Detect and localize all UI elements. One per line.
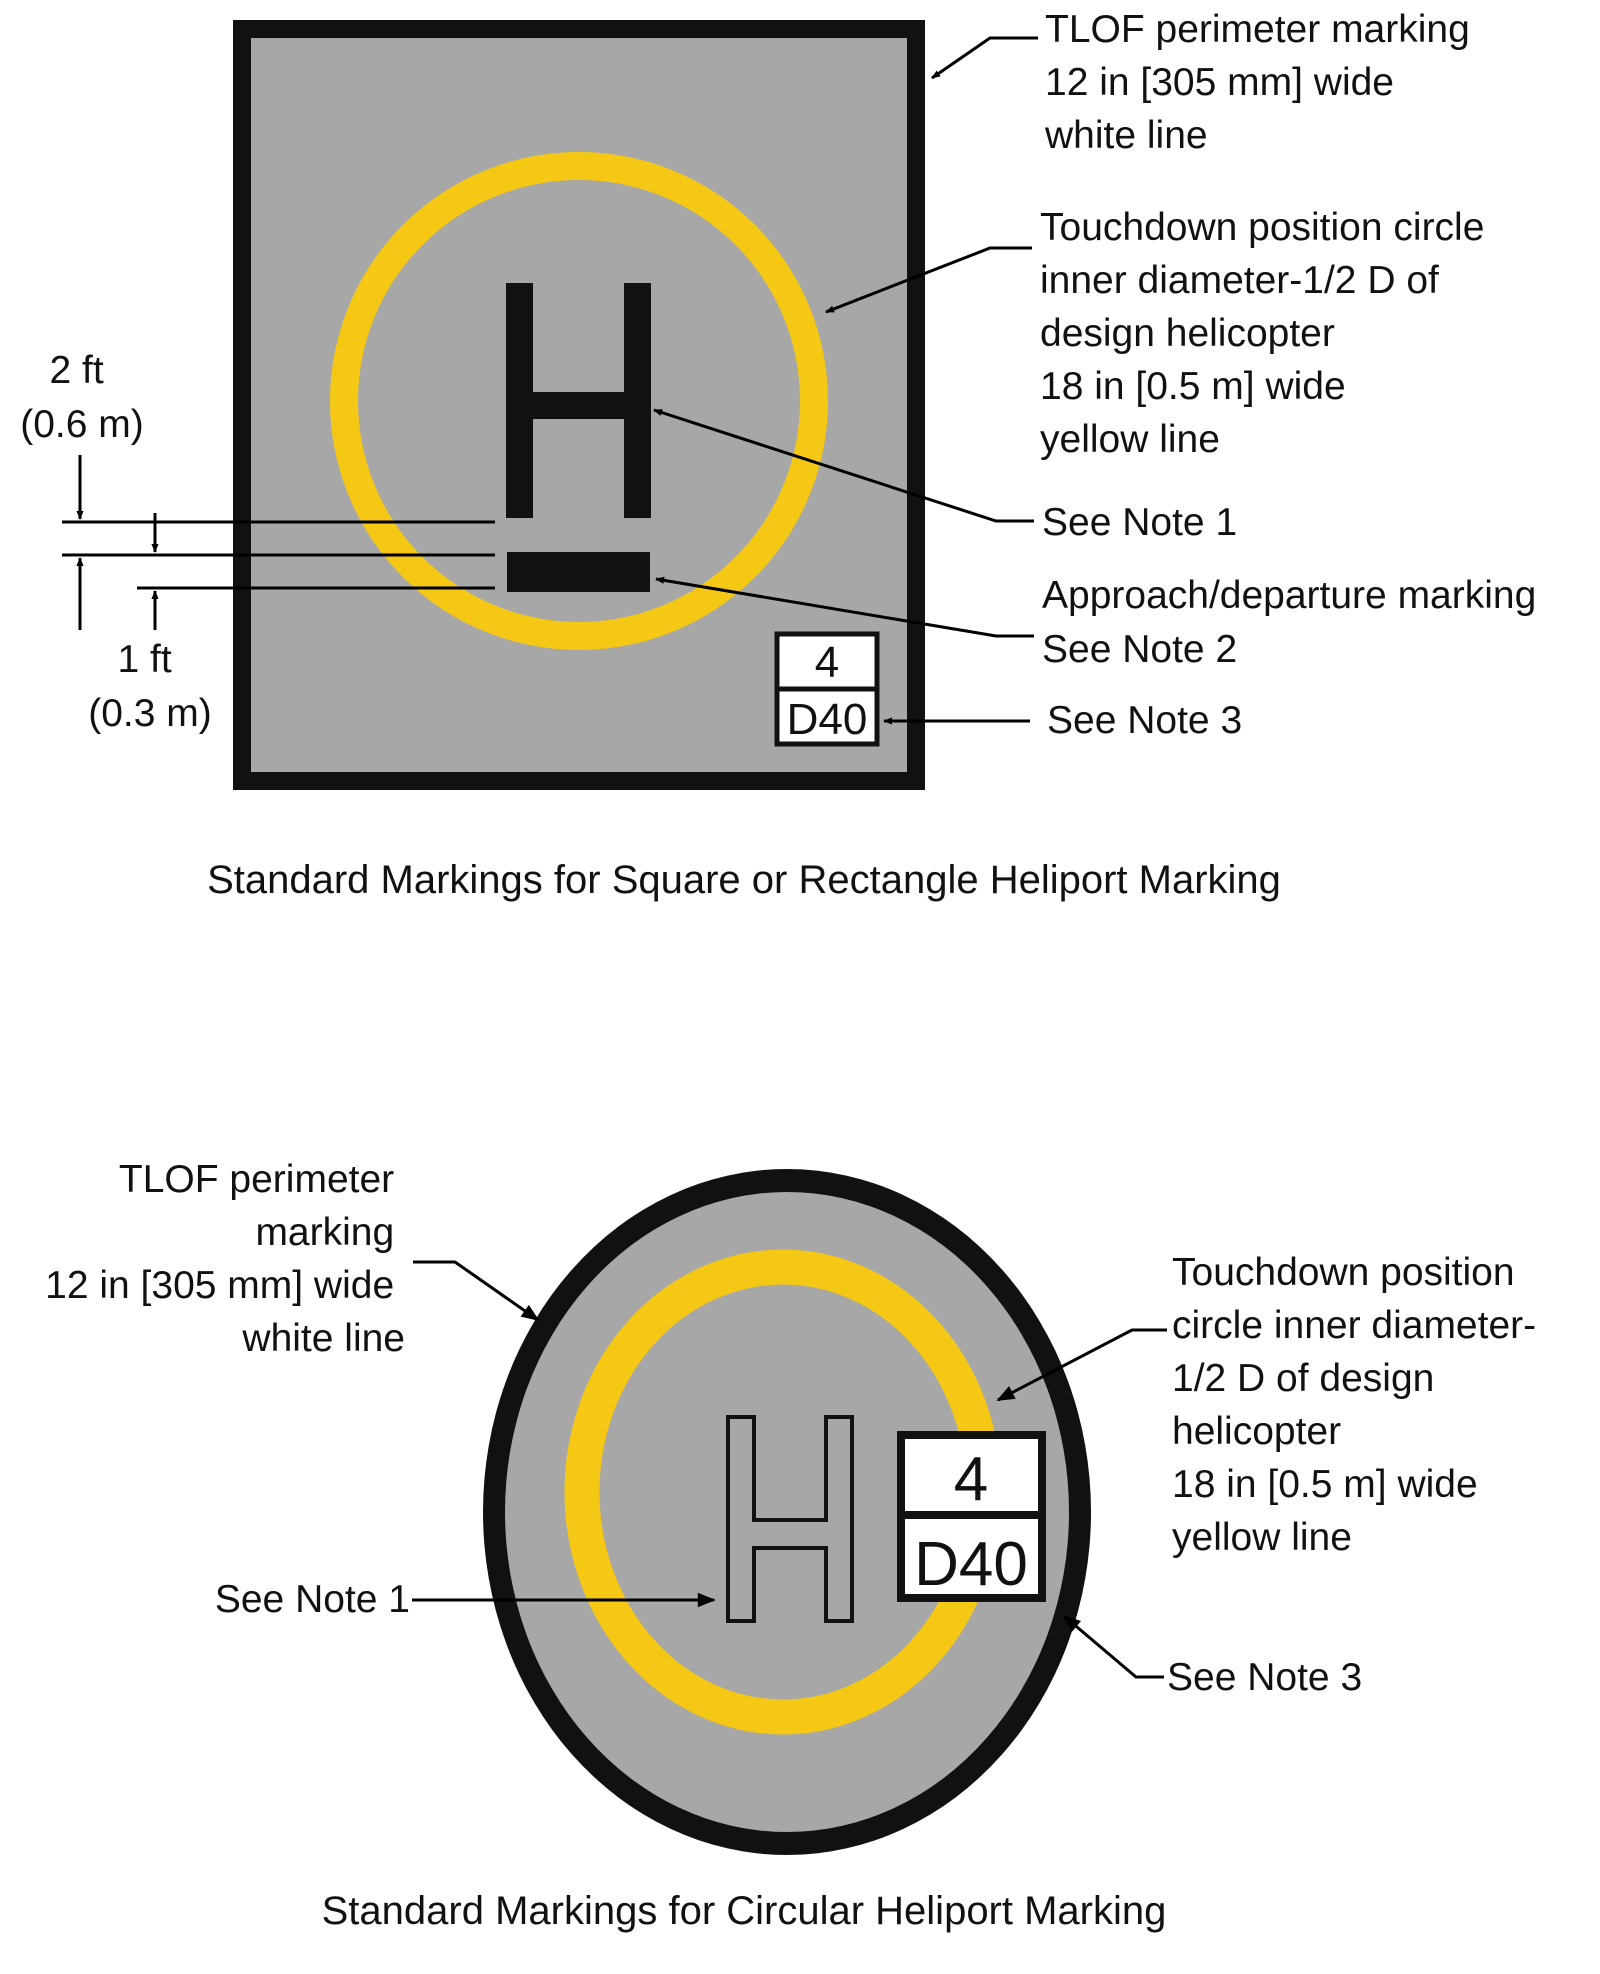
circular-note3-label: See Note 3 [1167,1656,1362,1699]
square-note1-leader [653,408,1034,523]
square-touchdown-circle [330,152,828,650]
square-sign-diameter: D40 [787,695,868,744]
square-note1-label: See Note 1 [1042,501,1237,544]
circular-heliport-diagram: 4 D40 TLOF perimeter marking 12 in [305 … [45,1158,1547,1933]
circular-sign-diameter: D40 [914,1530,1028,1599]
circular-touchdown-leader [996,1328,1167,1402]
square-touchdown-label: Touchdown position circle inner diameter… [1040,206,1495,461]
square-h-marking [506,283,651,518]
circular-perimeter-label: TLOF perimeter marking 12 in [305 mm] wi… [45,1158,405,1360]
square-dimension-lines [62,455,495,630]
circular-weight-sign: 4 D40 [897,1431,1046,1602]
circular-note1-label: See Note 1 [215,1578,410,1621]
square-dim-lower-label: 1 ft (0.3 m) [88,638,212,735]
circular-sign-weight: 4 [954,1445,988,1514]
square-weight-sign: 4 D40 [774,631,880,747]
square-approach-leader [655,576,1034,638]
circular-touchdown-label: Touchdown position circle inner diameter… [1172,1251,1547,1559]
circular-h-marking [726,1415,854,1623]
square-caption: Standard Markings for Square or Rectangl… [207,858,1281,902]
square-heliport-diagram: 4 D40 TLOF perimeter marking 12 in [305 … [20,8,1547,902]
circular-caption: Standard Markings for Circular Heliport … [322,1889,1167,1933]
circular-note3-leader [1062,1614,1164,1679]
square-perimeter-leader [931,36,1038,80]
square-touchdown-leader [825,246,1032,314]
square-sign-weight: 4 [815,638,839,687]
square-approach-departure-bar [507,552,650,592]
square-approach-label: Approach/departure marking See Note 2 [1042,574,1547,671]
square-dim-upper-label: 2 ft (0.6 m) [20,349,144,446]
circular-perimeter-leader [413,1260,540,1322]
square-note3-label: See Note 3 [1047,699,1242,742]
square-perimeter-label: TLOF perimeter marking 12 in [305 mm] wi… [1044,8,1481,157]
